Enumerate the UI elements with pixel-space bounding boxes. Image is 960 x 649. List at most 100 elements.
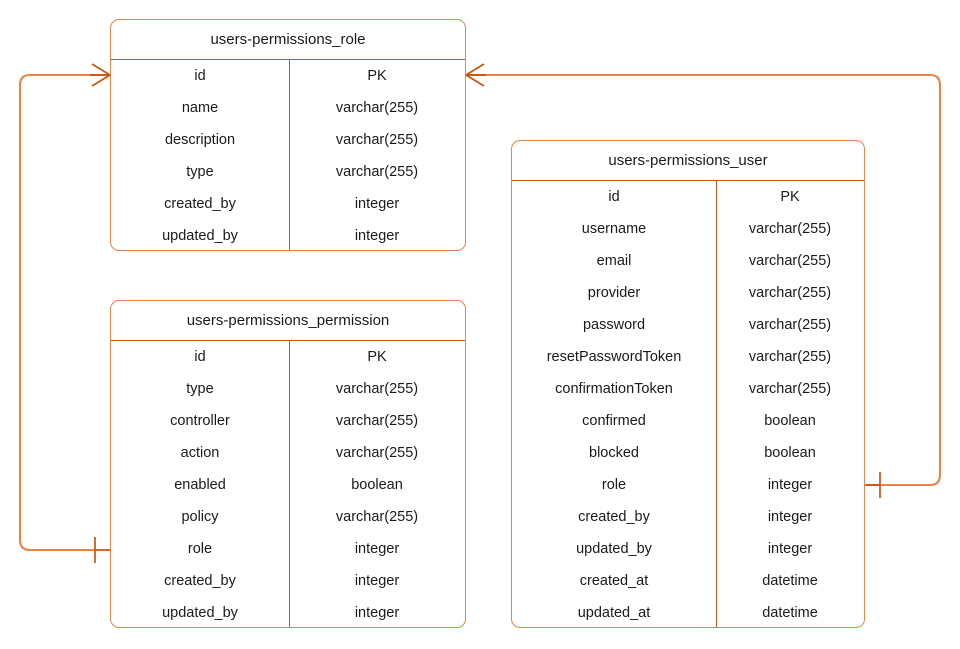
field-name: provider	[587, 285, 641, 301]
table-row: type varchar(255)	[111, 373, 465, 405]
field-type: boolean	[764, 445, 816, 461]
table-row: description varchar(255)	[111, 124, 465, 156]
table-row: confirmationToken varchar(255)	[512, 373, 864, 405]
field-type: PK	[367, 68, 387, 84]
field-type: varchar(255)	[748, 253, 832, 269]
field-name: id	[194, 349, 206, 365]
table-row: action varchar(255)	[111, 437, 465, 469]
table-row: role integer	[512, 469, 864, 501]
table-row: confirmed boolean	[512, 405, 864, 437]
field-name: role	[601, 477, 627, 493]
field-name: name	[181, 100, 219, 116]
field-name: updated_by	[576, 541, 652, 557]
crows-foot-marker-role-right	[465, 63, 486, 87]
field-type: integer	[354, 196, 400, 212]
field-name: id	[608, 189, 620, 205]
column-divider	[716, 181, 717, 627]
field-type: varchar(255)	[335, 413, 419, 429]
relationship-role-to-permission	[18, 63, 112, 563]
table-row: resetPasswordToken varchar(255)	[512, 341, 864, 373]
table-row: updated_by integer	[111, 220, 465, 250]
field-type: boolean	[351, 477, 403, 493]
field-name: updated_by	[162, 228, 238, 244]
field-type: varchar(255)	[748, 285, 832, 301]
table-row: username varchar(255)	[512, 213, 864, 245]
table-row: created_by integer	[111, 565, 465, 597]
field-type: varchar(255)	[748, 381, 832, 397]
field-type: varchar(255)	[748, 221, 832, 237]
crows-foot-marker-role-left	[90, 63, 111, 87]
entity-table-users-permissions-user[interactable]: users-permissions_user id PK username va…	[511, 140, 865, 628]
field-type: integer	[354, 573, 400, 589]
table-row: password varchar(255)	[512, 309, 864, 341]
column-divider	[289, 60, 290, 250]
entity-body-users-permissions-role: id PK name varchar(255) description varc…	[111, 60, 465, 250]
table-row: blocked boolean	[512, 437, 864, 469]
field-name: action	[180, 445, 220, 461]
field-type: integer	[354, 541, 400, 557]
table-row: created_at datetime	[512, 565, 864, 597]
entity-title-users-permissions-role: users-permissions_role	[111, 20, 465, 60]
table-row: updated_at datetime	[512, 597, 864, 627]
table-row: email varchar(255)	[512, 245, 864, 277]
field-name: created_by	[164, 196, 236, 212]
field-name: id	[194, 68, 206, 84]
field-name: resetPasswordToken	[546, 349, 682, 365]
field-name: policy	[181, 509, 219, 525]
field-type: varchar(255)	[335, 132, 419, 148]
field-type: PK	[780, 189, 800, 205]
field-type: integer	[354, 605, 400, 621]
field-name: email	[596, 253, 632, 269]
entity-table-users-permissions-role[interactable]: users-permissions_role id PK name varcha…	[110, 19, 466, 251]
table-row: provider varchar(255)	[512, 277, 864, 309]
table-row: id PK	[512, 181, 864, 213]
entity-table-users-permissions-permission[interactable]: users-permissions_permission id PK type …	[110, 300, 466, 628]
table-row: updated_by integer	[512, 533, 864, 565]
field-name: confirmationToken	[555, 381, 673, 397]
field-type: integer	[354, 228, 400, 244]
field-type: varchar(255)	[748, 317, 832, 333]
field-type: datetime	[762, 605, 818, 621]
entity-body-users-permissions-user: id PK username varchar(255) email varcha…	[512, 181, 864, 627]
field-type: varchar(255)	[335, 100, 419, 116]
table-row: id PK	[111, 341, 465, 373]
entity-body-users-permissions-permission: id PK type varchar(255) controller varch…	[111, 341, 465, 627]
field-type: datetime	[762, 573, 818, 589]
table-row: controller varchar(255)	[111, 405, 465, 437]
field-type: varchar(255)	[335, 164, 419, 180]
entity-title-users-permissions-user: users-permissions_user	[512, 141, 864, 181]
field-name: description	[164, 132, 236, 148]
one-tick-marker-user-right	[863, 472, 881, 498]
field-name: type	[186, 381, 214, 397]
field-name: confirmed	[582, 413, 646, 429]
table-row: enabled boolean	[111, 469, 465, 501]
field-type: PK	[367, 349, 387, 365]
field-type: integer	[767, 509, 813, 525]
field-name: created_by	[164, 573, 236, 589]
field-type: integer	[767, 477, 813, 493]
field-name: blocked	[589, 445, 639, 461]
field-name: controller	[170, 413, 230, 429]
table-row: created_by integer	[111, 188, 465, 220]
field-type: boolean	[764, 413, 816, 429]
entity-title-users-permissions-permission: users-permissions_permission	[111, 301, 465, 341]
field-type: integer	[767, 541, 813, 557]
field-name: created_at	[579, 573, 649, 589]
field-name: type	[186, 164, 214, 180]
table-row: id PK	[111, 60, 465, 92]
field-type: varchar(255)	[335, 509, 419, 525]
field-name: enabled	[174, 477, 226, 493]
table-row: policy varchar(255)	[111, 501, 465, 533]
field-name: created_by	[578, 509, 650, 525]
table-row: created_by integer	[512, 501, 864, 533]
field-type: varchar(255)	[335, 445, 419, 461]
table-row: role integer	[111, 533, 465, 565]
field-type: varchar(255)	[335, 381, 419, 397]
table-row: updated_by integer	[111, 597, 465, 627]
field-name: role	[187, 541, 213, 557]
field-name: password	[582, 317, 646, 333]
field-name: updated_at	[577, 605, 651, 621]
field-name: updated_by	[162, 605, 238, 621]
field-name: username	[581, 221, 647, 237]
